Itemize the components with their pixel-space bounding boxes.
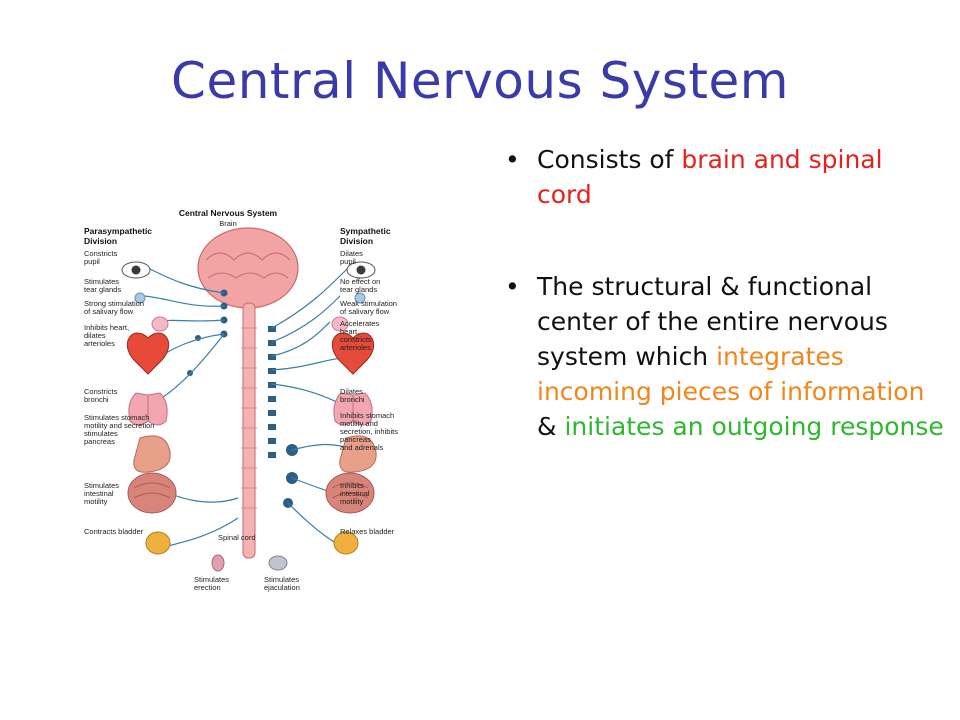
- brain-shape: [197, 227, 299, 309]
- spinal-cord-label: Spinal cord: [218, 533, 256, 542]
- svg-text:Contracts bladder: Contracts bladder: [84, 527, 144, 536]
- left-stomach-icon: [133, 435, 171, 473]
- bullet-list: • Consists of brain and spinal cord • Th…: [505, 142, 945, 444]
- bullet-text-connector: &: [537, 412, 565, 441]
- diagram-heading: Central Nervous System: [179, 208, 278, 218]
- left-division-heading-1: Parasympathetic: [84, 226, 152, 236]
- right-bladder-icon: [333, 531, 359, 555]
- left-lungs-icon: [128, 392, 168, 426]
- bullet-text: The structural & functional center of th…: [537, 272, 888, 371]
- right-lungs-icon: [333, 392, 373, 426]
- bullet-highlight-initiates: initiates an outgoing response: [564, 412, 944, 441]
- brain-label: Brain: [219, 219, 237, 228]
- nervous-system-diagram: Central Nervous System Brain Parasympath…: [78, 198, 438, 608]
- left-division-heading-2: Division: [84, 236, 117, 246]
- nervous-system-illustration: Central Nervous System Brain Parasympath…: [84, 208, 398, 592]
- bullet-item: • Consists of brain and spinal cord: [505, 142, 945, 212]
- svg-text:Relaxes bladder: Relaxes bladder: [340, 527, 395, 536]
- right-heart-icon: [331, 332, 375, 375]
- bullet-highlight-integrates: integrates incoming pieces of informatio…: [537, 342, 925, 406]
- bullet-marker: •: [505, 272, 520, 301]
- bullet-text: Consists of: [537, 145, 682, 174]
- left-heart-icon: [126, 332, 170, 375]
- spinal-cord-shape: [242, 302, 256, 559]
- right-division-heading-1: Sympathetic: [340, 226, 391, 236]
- right-division-heading-2: Division: [340, 236, 373, 246]
- right-stomach-icon: [339, 435, 377, 473]
- bullet-marker: •: [505, 145, 520, 174]
- left-bladder-icon: [145, 531, 171, 555]
- slide-title: Central Nervous System: [171, 52, 789, 110]
- bullet-item: • The structural & functional center of …: [505, 269, 945, 444]
- bullet-highlight: brain and spinal cord: [537, 145, 883, 209]
